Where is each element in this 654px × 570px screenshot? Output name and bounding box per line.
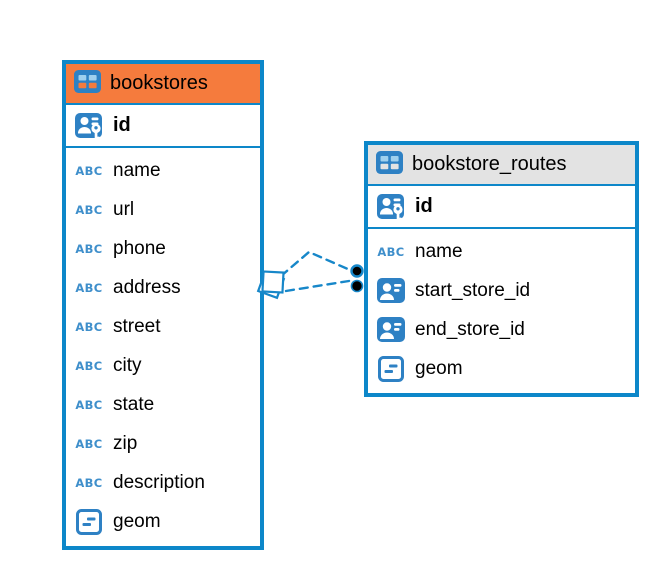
column-name: name — [113, 159, 161, 181]
column-name: street — [113, 315, 161, 337]
column-name: url — [113, 198, 135, 220]
text-type-icon: ABC — [75, 436, 103, 451]
column-row-city[interactable]: ABC city — [66, 346, 260, 385]
column-row-state[interactable]: ABC state — [66, 385, 260, 424]
column-row-name[interactable]: ABC name — [368, 232, 635, 271]
column-name: geom — [415, 357, 463, 379]
relationship-line-start-store[interactable] — [279, 250, 352, 278]
column-row-start-store-id[interactable]: start_store_id — [368, 271, 635, 310]
text-type-icon: ABC — [75, 163, 103, 178]
table-title: bookstore_routes — [412, 153, 567, 175]
primary-key-icon — [376, 193, 406, 221]
column-list: ABC name start_store_id — [368, 229, 635, 393]
column-row-name[interactable]: ABC name — [66, 151, 260, 190]
table-grid-icon — [74, 69, 101, 98]
column-name: zip — [113, 432, 138, 454]
column-row-street[interactable]: ABC street — [66, 307, 260, 346]
column-name: description — [113, 471, 205, 493]
primary-key-row[interactable]: id — [368, 186, 635, 229]
text-type-icon: ABC — [75, 358, 103, 373]
column-row-description[interactable]: ABC description — [66, 463, 260, 502]
column-row-zip[interactable]: ABC zip — [66, 424, 260, 463]
column-row-end-store-id[interactable]: end_store_id — [368, 310, 635, 349]
column-row-url[interactable]: ABC url — [66, 190, 260, 229]
column-row-address[interactable]: ABC address — [66, 268, 260, 307]
column-name: name — [415, 240, 463, 262]
primary-key-name: id — [113, 114, 131, 136]
column-name: geom — [113, 510, 161, 532]
column-name: end_store_id — [415, 318, 525, 340]
column-row-geom[interactable]: geom — [66, 502, 260, 541]
column-name: address — [113, 276, 181, 298]
table-title: bookstores — [110, 72, 208, 94]
text-type-icon: ABC — [75, 241, 103, 256]
one-end-dot-marker-start-store[interactable] — [350, 264, 364, 278]
geometry-type-icon — [74, 508, 104, 535]
text-type-icon: ABC — [75, 397, 103, 412]
column-name: state — [113, 393, 155, 415]
column-row-phone[interactable]: ABC phone — [66, 229, 260, 268]
relationship-line-end-store[interactable] — [284, 279, 351, 293]
one-end-dot-marker-end-store[interactable] — [350, 279, 364, 293]
primary-key-name: id — [415, 195, 433, 217]
text-type-icon: ABC — [75, 475, 103, 490]
table-bookstores[interactable]: bookstores id ABC — [62, 60, 264, 550]
reference-type-icon — [376, 317, 406, 342]
column-name: start_store_id — [415, 279, 531, 301]
column-name: city — [113, 354, 142, 376]
geometry-type-icon — [376, 355, 406, 382]
column-list: ABC name ABC url ABC phone ABC address A… — [66, 148, 260, 546]
text-type-icon: ABC — [75, 319, 103, 334]
reference-type-icon — [376, 278, 406, 303]
column-row-geom[interactable]: geom — [368, 349, 635, 388]
table-grid-icon — [376, 150, 403, 179]
table-bookstore-routes[interactable]: bookstore_routes id ABC — [364, 141, 639, 397]
column-name: phone — [113, 237, 166, 259]
text-type-icon: ABC — [377, 244, 405, 259]
primary-key-row[interactable]: id — [66, 105, 260, 148]
table-bookstore-routes-header[interactable]: bookstore_routes — [368, 145, 635, 186]
primary-key-icon — [74, 112, 104, 140]
text-type-icon: ABC — [75, 202, 103, 217]
table-bookstores-header[interactable]: bookstores — [66, 64, 260, 105]
text-type-icon: ABC — [75, 280, 103, 295]
